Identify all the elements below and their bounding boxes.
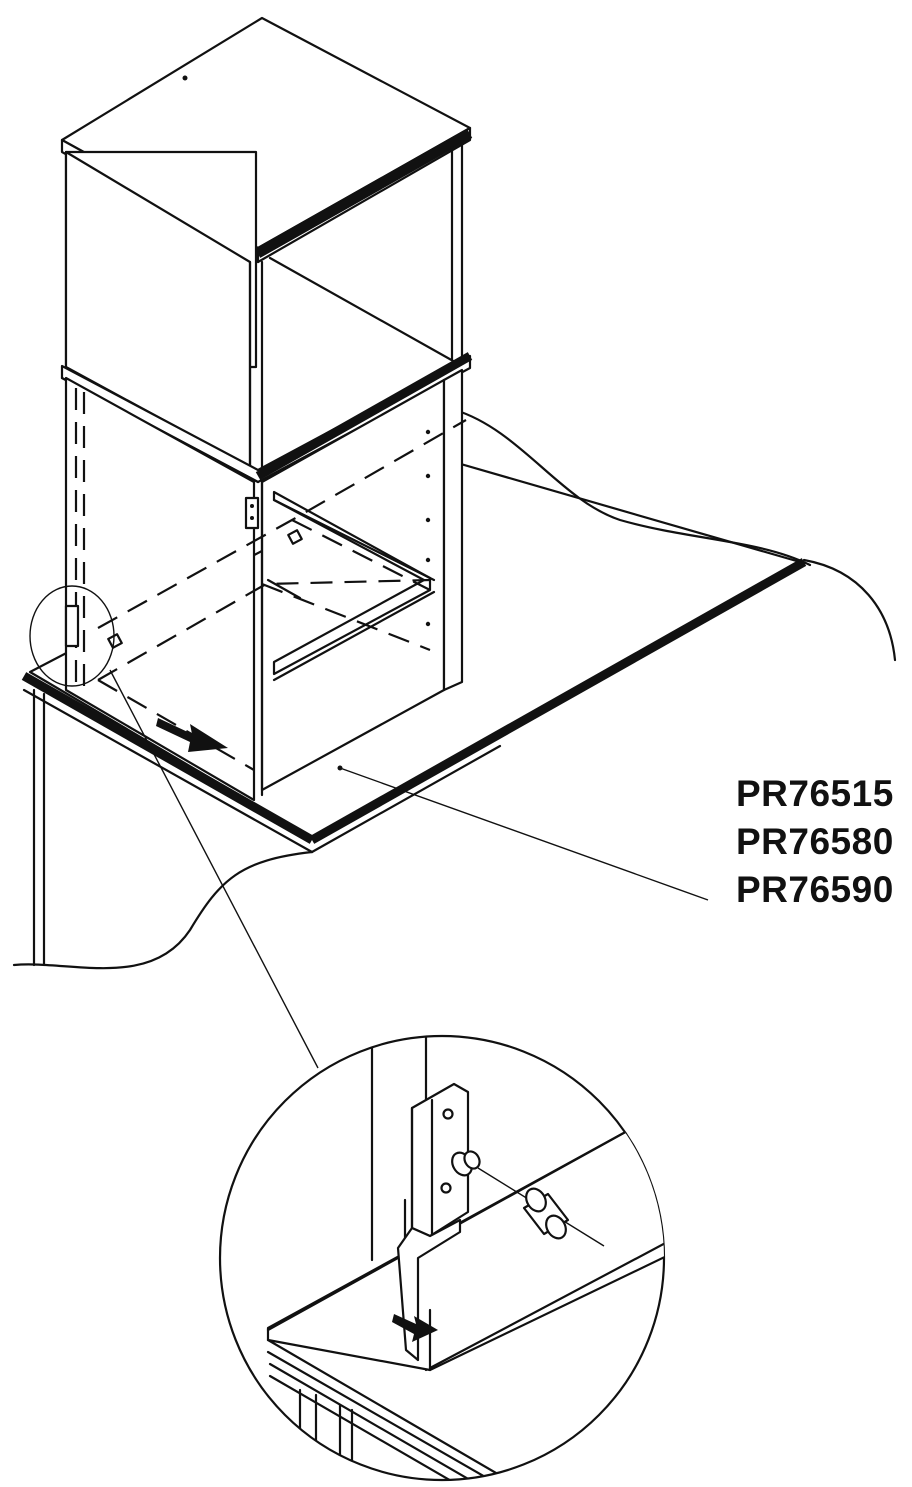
assembly-arrow-icon-detail [392,1314,438,1342]
part-code-3: PR76590 [736,869,894,910]
detail-callout-small [29,585,115,687]
assembly-arrow-icon [156,718,228,752]
detail-enlargement [218,1034,666,1482]
hutch-unit [60,16,473,802]
part-code-list: PR76515 PR76580 PR76590 [736,770,906,914]
part-code-2: PR76580 [736,821,894,862]
part-code-1: PR76515 [736,773,894,814]
part-leader-line [339,767,709,901]
